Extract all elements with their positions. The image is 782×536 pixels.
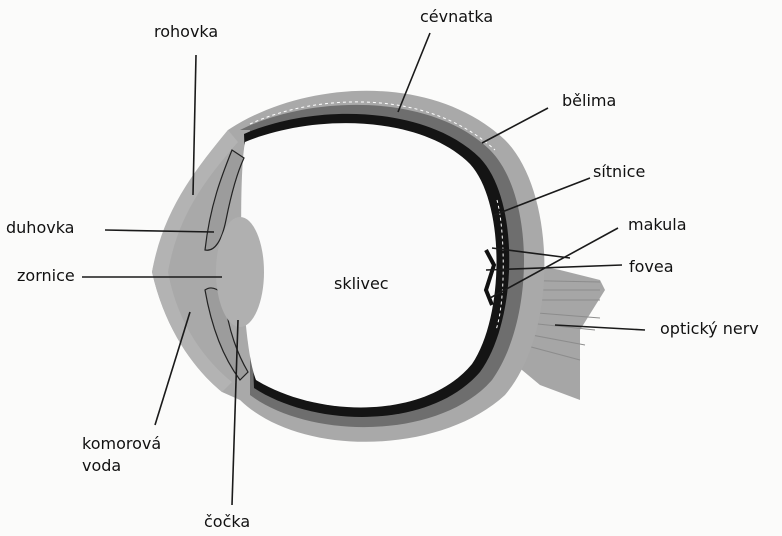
label-duhovka: duhovka xyxy=(6,218,74,238)
label-cocka: čočka xyxy=(204,512,250,532)
lens xyxy=(216,217,264,327)
label-komorova-voda-line2: voda xyxy=(82,456,121,476)
label-makula: makula xyxy=(628,215,687,235)
label-zornice: zornice xyxy=(17,266,75,286)
label-fovea: fovea xyxy=(629,257,674,277)
label-cevnatka: cévnatka xyxy=(420,7,493,27)
label-belima: bělima xyxy=(562,91,616,111)
label-rohovka: rohovka xyxy=(154,22,218,42)
label-sklivec: sklivec xyxy=(334,274,389,294)
vitreous-body xyxy=(241,123,496,407)
label-komorova-voda-line1: komorová xyxy=(82,434,161,454)
label-sitnice: sítnice xyxy=(593,162,645,182)
label-opticky-nerv: optický nerv xyxy=(660,319,759,339)
leader-belima xyxy=(482,108,548,143)
